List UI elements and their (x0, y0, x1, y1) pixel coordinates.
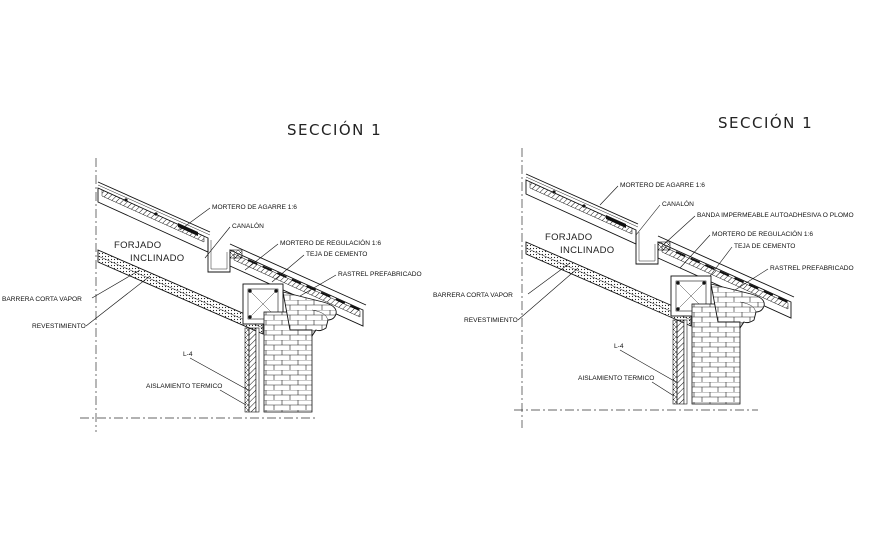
revestimiento-label: REVESTIMIENTO (32, 323, 86, 330)
section-left: SECCIÓN 1 FORJADO INCLINADO MORTERO DE A… (2, 120, 422, 432)
banda-label: BANDA IMPERMEABLE AUTOADHESIVA O PLOMO (697, 212, 854, 219)
forjado-label: FORJADO (545, 232, 593, 243)
section-title: SECCIÓN 1 (287, 120, 382, 139)
aislamiento-label: AISLAMIENTO TERMICO (146, 383, 222, 390)
section-right: SECCIÓN 1 FORJADO INCLINADO MORTERO DE A… (433, 113, 854, 428)
canalon-label: CANALÓN (232, 221, 264, 230)
mortero-regulacion-label: MORTERO DE REGULACIÓN 1:6 (712, 229, 813, 238)
barrera-label: BARRERA CORTA VAPOR (2, 296, 82, 303)
inclinado-label: INCLINADO (130, 253, 184, 264)
section-title: SECCIÓN 1 (718, 113, 813, 132)
canalon-label: CANALÓN (662, 199, 694, 208)
mortero-regulacion-label: MORTERO DE REGULACIÓN 1:6 (280, 238, 381, 247)
forjado-label: FORJADO (114, 240, 162, 251)
roof-detail-drawing (525, 173, 795, 405)
mortero-agarre-label: MORTERO DE AGARRE 1:6 (212, 204, 297, 211)
inclinado-label: INCLINADO (560, 245, 614, 256)
rastrel-label: RASTREL PREFABRICADO (338, 271, 422, 278)
roof-detail-drawing (97, 181, 367, 413)
barrera-label: BARRERA CORTA VAPOR (433, 292, 513, 299)
l4-label: L-4 (614, 343, 624, 350)
teja-label: TEJA DE CEMENTO (306, 251, 367, 258)
l4-label: L-4 (183, 351, 193, 358)
teja-label: TEJA DE CEMENTO (734, 243, 795, 250)
aislamiento-label: AISLAMIENTO TERMICO (578, 375, 654, 382)
mortero-agarre-label: MORTERO DE AGARRE 1:6 (620, 182, 705, 189)
revestimiento-label: REVESTIMIENTO (464, 317, 518, 324)
rastrel-label: RASTREL PREFABRICADO (770, 265, 854, 272)
